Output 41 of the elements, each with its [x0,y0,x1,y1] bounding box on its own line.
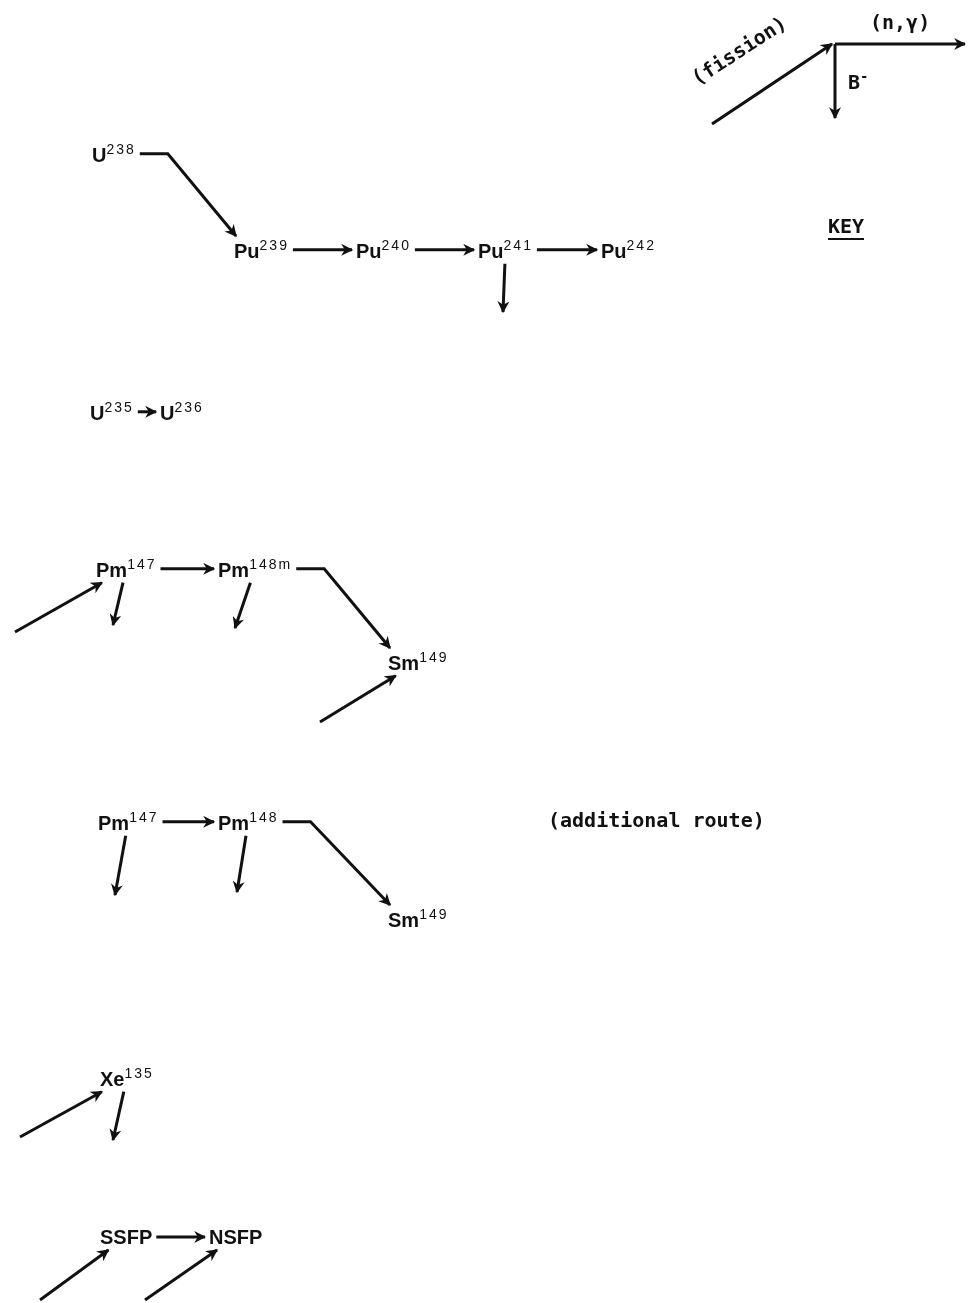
nuclide-label: Pm$^{148m}$ [214,555,297,583]
arrow [296,567,392,649]
nuclide-label: Sm$^{149}$ [384,648,453,676]
arrow [109,582,125,627]
nuclide-label: Pu$^{240}$ [352,236,415,264]
key-heading: KEY [828,214,865,240]
arrow [536,243,599,256]
nuclide-label: Pu$^{242}$ [597,236,660,264]
arrow [414,243,476,256]
nuclide-label: Sm$^{149}$ [384,905,453,933]
arrow [292,243,354,256]
nuclide-label: U$^{236}$ [156,398,208,426]
arrow [282,820,392,907]
nuclide-label: NSFP [205,1224,267,1250]
nuclide-label: U$^{235}$ [86,398,138,426]
arrow [232,582,252,630]
arrow [319,674,397,724]
arrow [139,152,238,237]
arrow [232,835,248,894]
arrow [39,1248,110,1302]
arrow [137,405,158,418]
nuclide-label: Xe$^{135}$ [96,1064,158,1092]
arrow [111,835,128,897]
arrow [19,1090,103,1139]
arrow [162,815,216,828]
legend-text: (n,γ) [870,10,931,34]
arrow [144,1248,218,1302]
arrow [497,263,510,314]
note-text: (additional route) [548,808,765,832]
legend-text: B$^{-}$ [848,68,869,94]
nuclide-label: Pu$^{239}$ [230,236,293,264]
arrow [14,581,103,634]
arrow [160,562,216,575]
nuclide-label: U$^{238}$ [88,140,140,168]
nuclide-label: SSFP [96,1224,157,1250]
arrow [109,1091,126,1142]
arrow [156,1231,207,1243]
nuclide-label: Pm$^{147}$ [94,808,163,836]
nuclide-label: Pu$^{241}$ [474,236,537,264]
nuclide-label: Pm$^{148}$ [214,808,283,836]
nuclide-label: Pm$^{147}$ [92,555,161,583]
